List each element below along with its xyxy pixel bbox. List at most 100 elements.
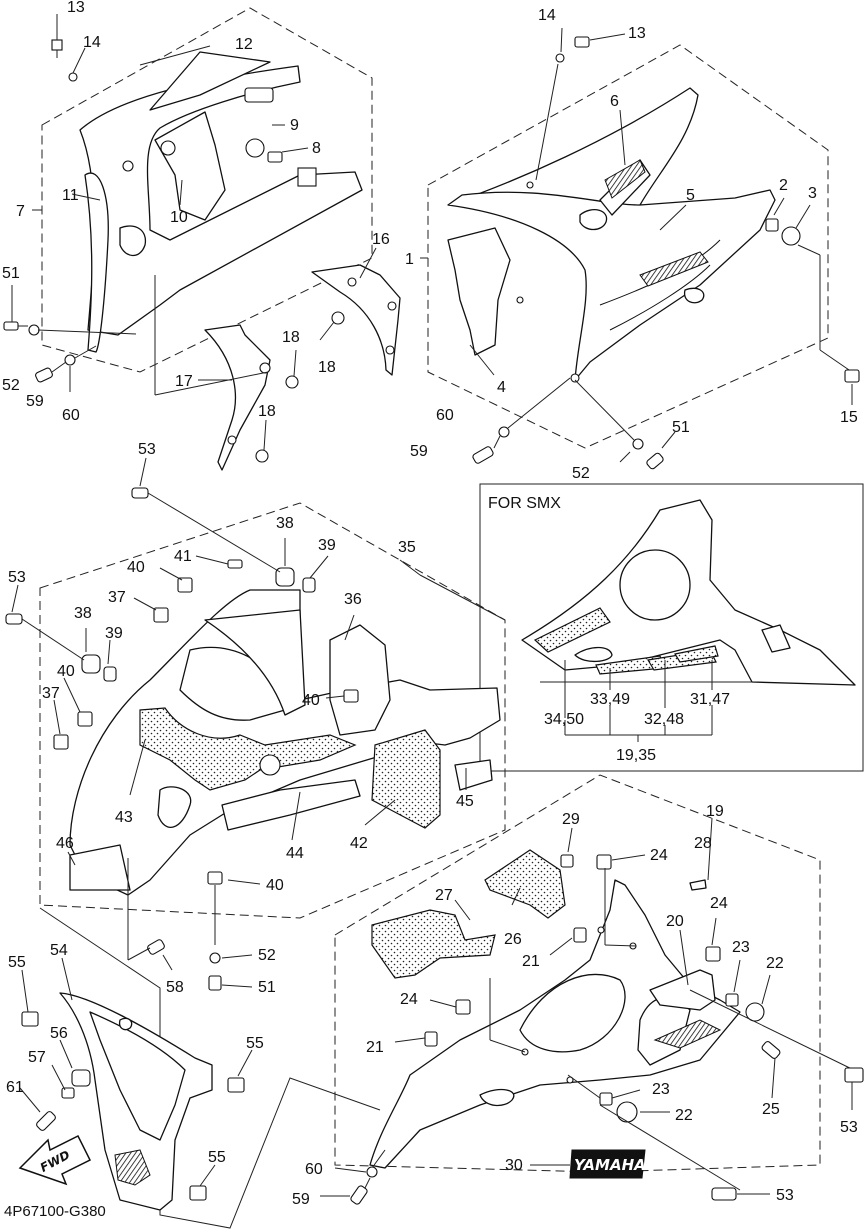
callout-20: 20 <box>666 913 684 930</box>
callout-39: 39 <box>318 537 336 554</box>
fwd-arrow-icon: FWD <box>18 1134 92 1186</box>
callout-33-49: 33,49 <box>590 691 630 708</box>
callout-55: 55 <box>208 1149 226 1166</box>
callout-38: 38 <box>74 605 92 622</box>
callout-39: 39 <box>105 625 123 642</box>
callout-46: 46 <box>56 835 74 852</box>
hardware-lower-left <box>19 957 253 1187</box>
upper-cowl-35 <box>53 559 501 896</box>
callout-55: 55 <box>8 954 26 971</box>
yamaha-logo-decal-30: YAMAHA <box>530 1149 646 1179</box>
callout-7: 7 <box>16 203 25 220</box>
callout-17: 17 <box>175 373 193 390</box>
callout-34-50: 34,50 <box>544 711 584 728</box>
callout-18: 18 <box>318 359 336 376</box>
callout-24: 24 <box>710 895 728 912</box>
callout-25: 25 <box>762 1101 780 1118</box>
side-fairing-assembly-1 <box>447 87 801 383</box>
callout-23: 23 <box>652 1081 670 1098</box>
callout-4: 4 <box>497 379 506 396</box>
callout-22: 22 <box>766 955 784 972</box>
callout-40: 40 <box>266 877 284 894</box>
callout-11: 11 <box>62 187 79 204</box>
callout-60: 60 <box>62 407 80 424</box>
callout-21: 21 <box>522 953 540 970</box>
callout-12: 12 <box>235 36 253 53</box>
callout-55: 55 <box>246 1035 264 1052</box>
callout-9: 9 <box>290 117 299 134</box>
callout-18: 18 <box>258 403 276 420</box>
callout-13: 13 <box>67 0 85 16</box>
hardware-51-52-59-60-left <box>3 285 137 392</box>
callout-52: 52 <box>258 947 276 964</box>
group-1-boundary <box>427 44 829 449</box>
callout-24: 24 <box>400 991 418 1008</box>
callout-19: 19 <box>706 803 724 820</box>
group-54-boundary <box>39 907 381 1229</box>
bracket-16 <box>311 247 401 376</box>
callout-61: 61 <box>6 1079 24 1096</box>
callout-59: 59 <box>26 393 44 410</box>
callout-59: 59 <box>410 443 428 460</box>
callout-31-47: 31,47 <box>690 691 730 708</box>
callout-5: 5 <box>686 187 695 204</box>
callout-1: 1 <box>405 251 414 268</box>
callout-59: 59 <box>292 1191 310 1208</box>
callout-3: 3 <box>808 185 817 202</box>
under-cowl-19 <box>369 849 765 1169</box>
callout-2: 2 <box>779 177 788 194</box>
hardware-top-right <box>420 27 860 470</box>
callout-13: 13 <box>628 25 646 42</box>
callout-27: 27 <box>435 887 453 904</box>
inner-panel-54 <box>21 992 245 1211</box>
callout-36: 36 <box>344 591 362 608</box>
callout-14: 14 <box>538 7 556 24</box>
callout-53: 53 <box>840 1119 858 1136</box>
callout-37: 37 <box>108 589 126 606</box>
callout-26: 26 <box>504 931 522 948</box>
callout-28: 28 <box>694 835 712 852</box>
callout-54: 54 <box>50 942 68 959</box>
callout-58: 58 <box>166 979 184 996</box>
callout-18: 18 <box>282 329 300 346</box>
callout-52: 52 <box>572 465 590 482</box>
callout-32-48: 32,48 <box>644 711 684 728</box>
callout-51: 51 <box>2 265 20 282</box>
callout-52: 52 <box>2 377 20 394</box>
callout-56: 56 <box>50 1025 68 1042</box>
figure-code: 4P67100-G380 <box>4 1203 106 1220</box>
callout-21: 21 <box>366 1039 384 1056</box>
callout-labels: 13 14 12 9 8 7 11 10 51 52 59 60 17 18 1… <box>2 0 858 1208</box>
callout-38: 38 <box>276 515 294 532</box>
callout-51: 51 <box>672 419 690 436</box>
inset-title: FOR SMX <box>488 495 561 512</box>
callout-10: 10 <box>170 209 188 226</box>
group-19-boundary <box>334 774 821 1173</box>
callout-16: 16 <box>372 231 390 248</box>
callout-42: 42 <box>350 835 368 852</box>
callout-60: 60 <box>436 407 454 424</box>
callout-24: 24 <box>650 847 668 864</box>
inner-panel-assembly-7 <box>79 51 363 353</box>
smx-variant-fairing <box>521 499 856 742</box>
callout-40: 40 <box>57 663 75 680</box>
callout-40: 40 <box>302 692 320 709</box>
callout-53: 53 <box>776 1187 794 1204</box>
callout-53: 53 <box>8 569 26 586</box>
callout-23: 23 <box>732 939 750 956</box>
callout-22: 22 <box>675 1107 693 1124</box>
callout-57: 57 <box>28 1049 46 1066</box>
for-smx-inset-box <box>479 483 864 772</box>
group-7-boundary <box>41 7 373 373</box>
callout-29: 29 <box>562 811 580 828</box>
callout-44: 44 <box>286 845 304 862</box>
callout-41: 41 <box>174 548 192 565</box>
callout-14: 14 <box>83 34 101 51</box>
callout-37: 37 <box>42 685 60 702</box>
callout-30: 30 <box>505 1157 523 1174</box>
callout-51: 51 <box>258 979 276 996</box>
callout-40: 40 <box>127 559 145 576</box>
group-35-boundary <box>39 502 506 919</box>
callout-19-35: 19,35 <box>616 747 656 764</box>
